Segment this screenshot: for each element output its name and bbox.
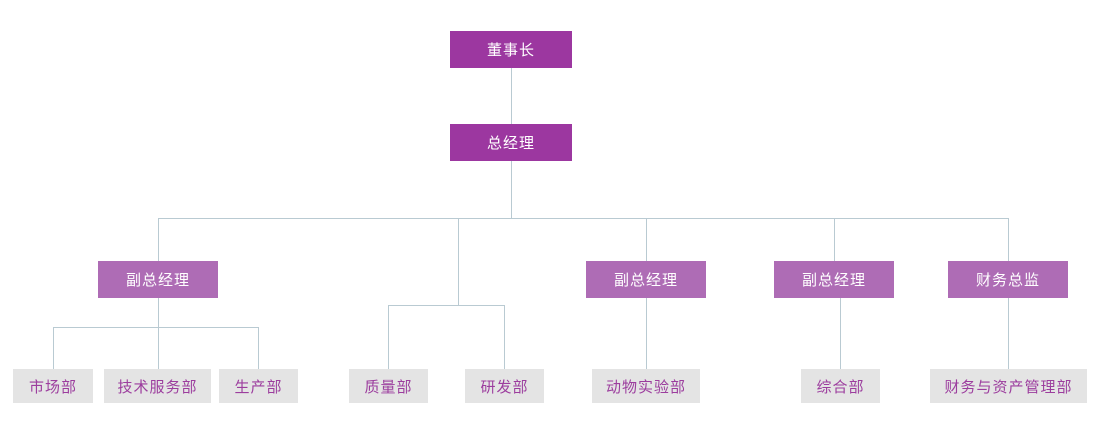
connector-to-tech-service bbox=[158, 327, 159, 369]
node-dept-finance-asset[interactable]: 财务与资产管理部 bbox=[930, 369, 1087, 403]
node-dept-general-affairs[interactable]: 综合部 bbox=[801, 369, 880, 403]
connector-bus-to-deputy-gm-1 bbox=[158, 218, 159, 261]
node-cfo[interactable]: 财务总监 bbox=[948, 261, 1068, 298]
connector-bus-to-quality-rnd-branch bbox=[458, 218, 459, 305]
connector-bus-to-deputy-gm-3 bbox=[646, 218, 647, 261]
connector-bus-to-deputy-gm-4 bbox=[834, 218, 835, 261]
connector-to-quality bbox=[388, 305, 389, 369]
connector-deputy-gm-1-bus bbox=[53, 327, 259, 328]
connector-to-marketing bbox=[53, 327, 54, 369]
node-deputy-gm-4[interactable]: 副总经理 bbox=[774, 261, 894, 298]
node-dept-rnd[interactable]: 研发部 bbox=[465, 369, 544, 403]
node-chairman[interactable]: 董事长 bbox=[450, 31, 572, 68]
connector-to-production bbox=[258, 327, 259, 369]
connector-to-general-affairs bbox=[840, 298, 841, 369]
node-dept-marketing[interactable]: 市场部 bbox=[13, 369, 93, 403]
connector-level3-bus bbox=[158, 218, 1009, 219]
connector-chairman-to-gm bbox=[511, 68, 512, 124]
node-dept-tech-service[interactable]: 技术服务部 bbox=[104, 369, 211, 403]
node-general-manager[interactable]: 总经理 bbox=[450, 124, 572, 161]
node-deputy-gm-1[interactable]: 副总经理 bbox=[98, 261, 218, 298]
connector-to-animal-lab bbox=[646, 298, 647, 369]
connector-to-finance-asset bbox=[1008, 298, 1009, 369]
node-dept-animal-lab[interactable]: 动物实验部 bbox=[592, 369, 700, 403]
node-deputy-gm-3[interactable]: 副总经理 bbox=[586, 261, 706, 298]
connector-deputy-gm-1-drop bbox=[158, 298, 159, 327]
node-dept-production[interactable]: 生产部 bbox=[219, 369, 298, 403]
connector-to-rnd bbox=[504, 305, 505, 369]
connector-gm-drop bbox=[511, 161, 512, 218]
connector-bus-to-cfo bbox=[1008, 218, 1009, 261]
connector-quality-rnd-bus bbox=[388, 305, 505, 306]
node-dept-quality[interactable]: 质量部 bbox=[349, 369, 428, 403]
